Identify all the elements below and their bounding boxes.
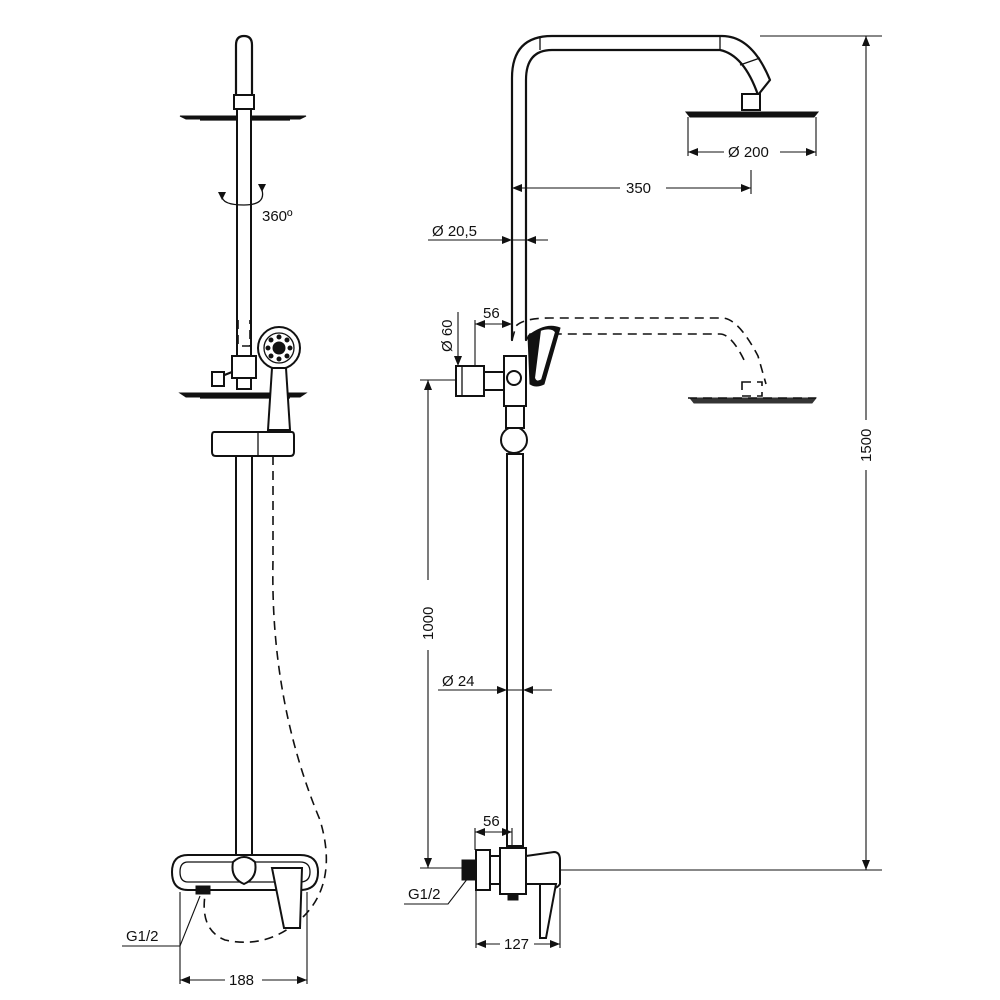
thread-right-label: G1/2 (408, 886, 441, 903)
side-wall-bracket (455, 365, 485, 397)
valve-depth-label: 127 (504, 936, 529, 953)
lower-length-label: 1000 (420, 607, 437, 640)
side-rain-head-lower (688, 397, 818, 404)
total-height-label: 1500 (858, 429, 875, 462)
front-inlet-left (195, 885, 211, 895)
valve-width-label: 188 (229, 972, 254, 989)
front-hand-shower-handle (266, 367, 292, 431)
front-hose (203, 456, 328, 943)
front-top-connector (233, 94, 255, 110)
side-arm-raised-dashed (511, 317, 767, 385)
front-view: 360º G1/2 (122, 34, 328, 989)
rotation-arrow (221, 189, 264, 206)
valve-offset-label: 56 (483, 813, 500, 830)
side-view: Ø 200 350 Ø 20,5 56 (404, 34, 882, 953)
thread-left-label: G1/2 (126, 928, 159, 945)
front-upper-tube (236, 108, 252, 390)
side-valve-flange (475, 849, 491, 891)
front-diverter (211, 431, 295, 457)
front-top-arm (234, 34, 254, 97)
lower-tube-dia-label: Ø 24 (442, 673, 475, 690)
side-overhead-arm (510, 34, 772, 342)
side-head-connector (741, 93, 761, 111)
arm-length-label: 350 (626, 180, 651, 197)
upper-tube-dia-label: Ø 20,5 (432, 223, 477, 240)
holder-dia-label: Ø 60 (439, 319, 456, 352)
head-diameter-label: Ø 200 (728, 144, 769, 161)
side-valve-body (499, 847, 527, 895)
rotation-label: 360º (262, 208, 293, 225)
holder-width-label: 56 (483, 305, 500, 322)
side-lower-tube (506, 453, 524, 847)
front-mixer-knob (231, 856, 257, 886)
front-lower-tube (235, 454, 253, 856)
side-rain-head (684, 111, 820, 118)
side-diverter-knob (500, 426, 528, 454)
front-slide-holder (231, 355, 257, 379)
front-mixer-lever (270, 867, 304, 929)
